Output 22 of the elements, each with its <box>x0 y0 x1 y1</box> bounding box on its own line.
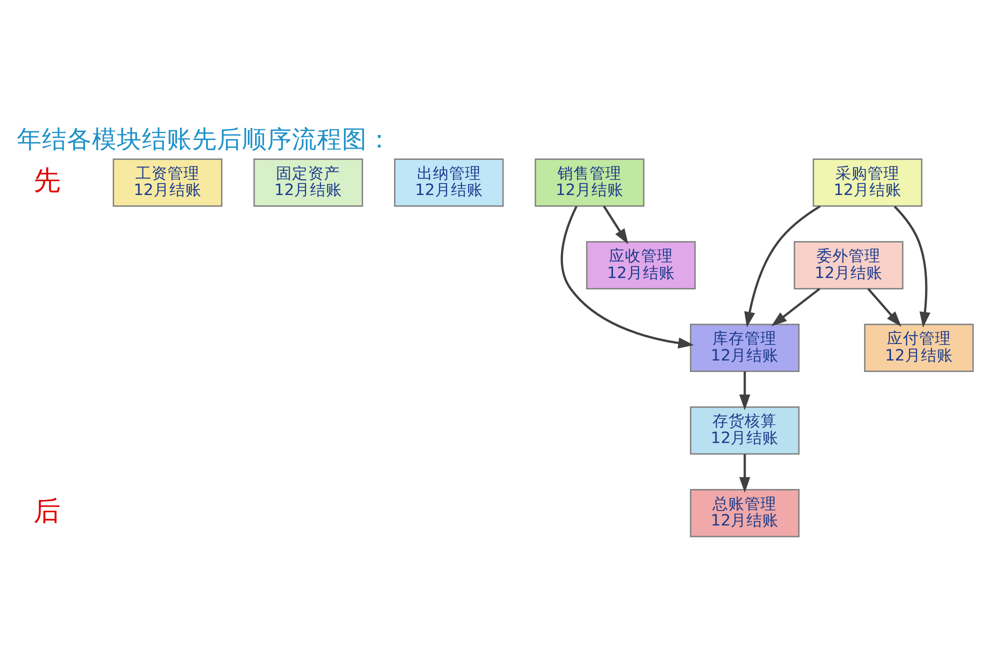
arrow <box>867 288 902 326</box>
node-box: 固定资产 12月结账 <box>253 158 364 206</box>
node-box: 采购管理 12月结账 <box>812 158 922 206</box>
label: 后 <box>33 496 60 527</box>
arrow <box>744 204 821 328</box>
arrow <box>739 370 750 410</box>
node-box: 库存管理 12月结账 <box>690 323 800 372</box>
node-box: 存货核算 12月结账 <box>690 406 800 454</box>
arrow <box>771 287 820 326</box>
node-box: 工资管理 12月结账 <box>112 158 222 206</box>
node-box: 应收管理 12月结账 <box>586 240 696 289</box>
node-box: 总账管理 12月结账 <box>690 488 800 537</box>
node-box: 出纳管理 12月结账 <box>394 158 504 206</box>
label: 先 <box>33 165 60 196</box>
arrow <box>739 454 750 492</box>
node-box: 销售管理 12月结账 <box>534 158 644 206</box>
arrow <box>560 205 694 348</box>
node-box: 应付管理 12月结账 <box>864 323 974 372</box>
arrow <box>602 205 628 244</box>
diagram-title: 年结各模块结账先后顺序流程图： <box>16 124 392 154</box>
node-box: 委外管理 12月结账 <box>794 240 904 289</box>
arrow <box>894 205 930 328</box>
